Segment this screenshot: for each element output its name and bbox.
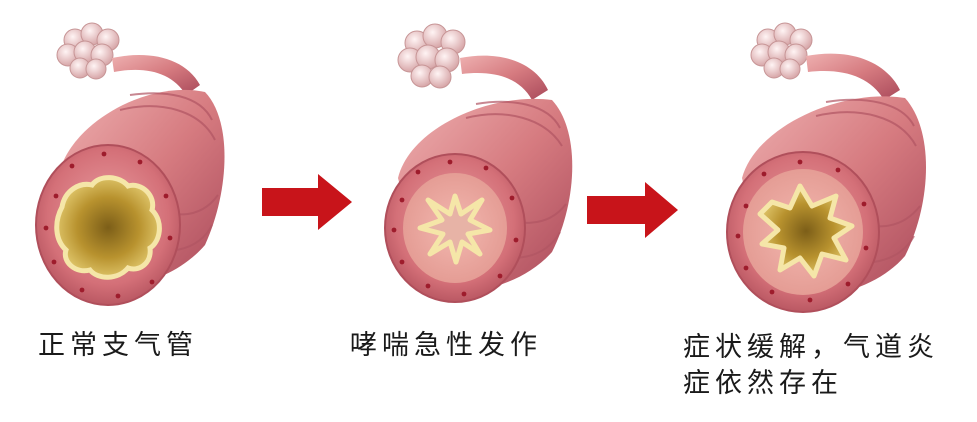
- caption-normal-bronchus: 正常支气管: [38, 330, 198, 361]
- bronchiole-stem: [806, 53, 900, 100]
- bronchiole-stem: [460, 55, 548, 100]
- bronchiole-stem: [112, 55, 200, 95]
- caption-acute-asthma-attack: 哮喘急性发作: [350, 330, 542, 361]
- lumen-constricted: [417, 193, 493, 265]
- right-arrow-icon: [262, 174, 352, 230]
- lumen-partially-open: [757, 183, 855, 279]
- bronchus-attack: [384, 23, 573, 303]
- caption-symptom-relief-line-1: 症状缓解，气道炎: [683, 332, 939, 363]
- alveoli-cluster: [397, 23, 466, 89]
- alveoli-cluster: [56, 22, 120, 80]
- gland-dots: [43, 151, 173, 299]
- alveoli-cluster: [750, 22, 813, 80]
- bronchus-normal: [35, 22, 225, 306]
- bronchus-relief: [726, 22, 927, 313]
- caption-symptom-relief-line-2: 症依然存在: [683, 368, 843, 399]
- gland-dots: [391, 159, 519, 297]
- lumen-open: [54, 175, 162, 280]
- right-arrow-icon: [587, 182, 678, 238]
- gland-dots: [735, 159, 869, 303]
